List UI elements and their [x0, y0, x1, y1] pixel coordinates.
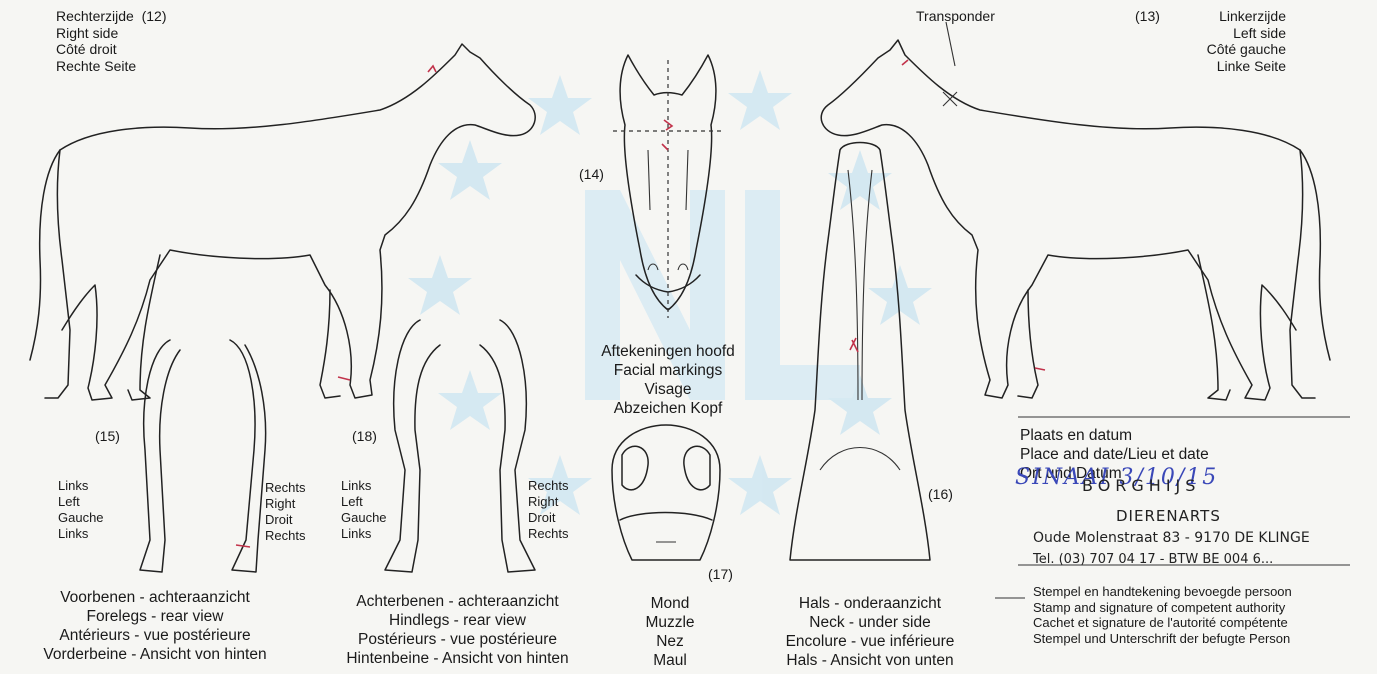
left-side-number: (13) — [1135, 8, 1160, 25]
hindlegs-left-nl: Links — [341, 478, 387, 494]
muzzle-caption: Mond Muzzle Nez Maul — [620, 594, 720, 670]
hindlegs-number: (18) — [352, 428, 377, 445]
forelegs-caption-de: Vorderbeine - Ansicht von hinten — [0, 645, 310, 664]
signature-note-en: Stamp and signature of competent authori… — [1033, 600, 1292, 616]
hindlegs-left-de: Links — [341, 526, 387, 542]
hindlegs-right-en: Right — [528, 494, 568, 510]
hindlegs-right-de: Rechts — [528, 526, 568, 542]
muzzle-number: (17) — [708, 566, 733, 583]
forelegs-right-nl: Rechts — [265, 480, 305, 496]
muzzle-caption-fr: Nez — [620, 632, 720, 651]
forelegs-left-de: Links — [58, 526, 104, 542]
muzzle-caption-nl: Mond — [620, 594, 720, 613]
forelegs-left-label: Links Left Gauche Links — [58, 478, 104, 542]
left-side-title-en: Left side — [1207, 25, 1286, 42]
forelegs-right-en: Right — [265, 496, 305, 512]
muzzle-outline — [612, 425, 720, 560]
head-caption-fr: Visage — [568, 380, 768, 399]
hindlegs-caption-de: Hintenbeine - Ansicht von hinten — [310, 649, 605, 668]
neck-caption: Hals - onderaanzicht Neck - under side E… — [745, 594, 995, 670]
stamp-name: BORGHIJS — [1082, 478, 1200, 495]
place-date-nl: Plaats en datum — [1020, 426, 1209, 445]
hindlegs-caption-en: Hindlegs - rear view — [310, 611, 605, 630]
forelegs-caption-nl: Voorbenen - achteraanzicht — [0, 588, 310, 607]
right-side-label: Rechterzijde (12) Right side Côté droit … — [56, 8, 167, 74]
forelegs-right-de: Rechts — [265, 528, 305, 544]
head-caption-en: Facial markings — [568, 361, 768, 380]
stamp-phone: Tel. (03) 707 04 17 - BTW BE 004 6... — [1033, 552, 1273, 569]
left-side-horse-outline — [821, 22, 1330, 400]
forelegs-caption: Voorbenen - achteraanzicht Forelegs - re… — [0, 588, 310, 664]
neck-underside-outline — [790, 143, 930, 561]
hindlegs-caption-fr: Postérieurs - vue postérieure — [310, 630, 605, 649]
head-caption: Aftekeningen hoofd Facial markings Visag… — [568, 342, 768, 418]
muzzle-caption-de: Maul — [620, 651, 720, 670]
right-side-title-en: Right side — [56, 25, 167, 42]
hindlegs-caption: Achterbenen - achteraanzicht Hindlegs - … — [310, 592, 605, 668]
neck-caption-nl: Hals - onderaanzicht — [745, 594, 995, 613]
right-side-horse-outline — [30, 44, 535, 400]
forelegs-left-en: Left — [58, 494, 104, 510]
right-side-title-nl: Rechterzijde — [56, 8, 134, 24]
signature-note: Stempel en handtekening bevoegde persoon… — [1033, 584, 1292, 646]
forelegs-right-label: Rechts Right Droit Rechts — [265, 480, 305, 544]
forelegs-left-fr: Gauche — [58, 510, 104, 526]
forelegs-caption-fr: Antérieurs - vue postérieure — [0, 626, 310, 645]
left-side-title-nl: Linkerzijde — [1207, 8, 1286, 25]
hindlegs-left-en: Left — [341, 494, 387, 510]
place-date-en-fr: Place and date/Lieu et date — [1020, 445, 1209, 464]
neck-number: (16) — [928, 486, 953, 503]
forelegs-left-nl: Links — [58, 478, 104, 494]
hindlegs-right-nl: Rechts — [528, 478, 568, 494]
forelegs-caption-en: Forelegs - rear view — [0, 607, 310, 626]
stamp-address: Oude Molenstraat 83 - 9170 DE KLINGE — [1033, 530, 1310, 547]
hindlegs-outline — [385, 320, 535, 572]
hindlegs-right-label: Rechts Right Droit Rechts — [528, 478, 568, 542]
right-side-title-fr: Côté droit — [56, 41, 167, 58]
head-number: (14) — [579, 166, 604, 183]
hindlegs-right-fr: Droit — [528, 510, 568, 526]
muzzle-caption-en: Muzzle — [620, 613, 720, 632]
signature-note-de: Stempel und Unterschrift der befugte Per… — [1033, 631, 1292, 647]
stamp-title: DIERENARTS — [1116, 508, 1221, 525]
left-side-label: Linkerzijde Left side Côté gauche Linke … — [1207, 8, 1286, 74]
hindlegs-caption-nl: Achterbenen - achteraanzicht — [310, 592, 605, 611]
left-side-title-fr: Côté gauche — [1207, 41, 1286, 58]
right-side-title-de: Rechte Seite — [56, 58, 167, 75]
head-caption-nl: Aftekeningen hoofd — [568, 342, 768, 361]
signature-note-nl: Stempel en handtekening bevoegde persoon — [1033, 584, 1292, 600]
right-side-number: (12) — [142, 8, 167, 24]
transponder-label: Transponder — [916, 8, 995, 25]
left-side-title-de: Linke Seite — [1207, 58, 1286, 75]
neck-caption-fr: Encolure - vue inférieure — [745, 632, 995, 651]
neck-caption-de: Hals - Ansicht von unten — [745, 651, 995, 670]
forelegs-number: (15) — [95, 428, 120, 445]
neck-caption-en: Neck - under side — [745, 613, 995, 632]
hindlegs-left-fr: Gauche — [341, 510, 387, 526]
head-front-outline — [613, 55, 722, 318]
forelegs-outline — [140, 340, 266, 572]
forelegs-right-fr: Droit — [265, 512, 305, 528]
head-caption-de: Abzeichen Kopf — [568, 399, 768, 418]
signature-note-fr: Cachet et signature de l'autorité compét… — [1033, 615, 1292, 631]
hindlegs-left-label: Links Left Gauche Links — [341, 478, 387, 542]
